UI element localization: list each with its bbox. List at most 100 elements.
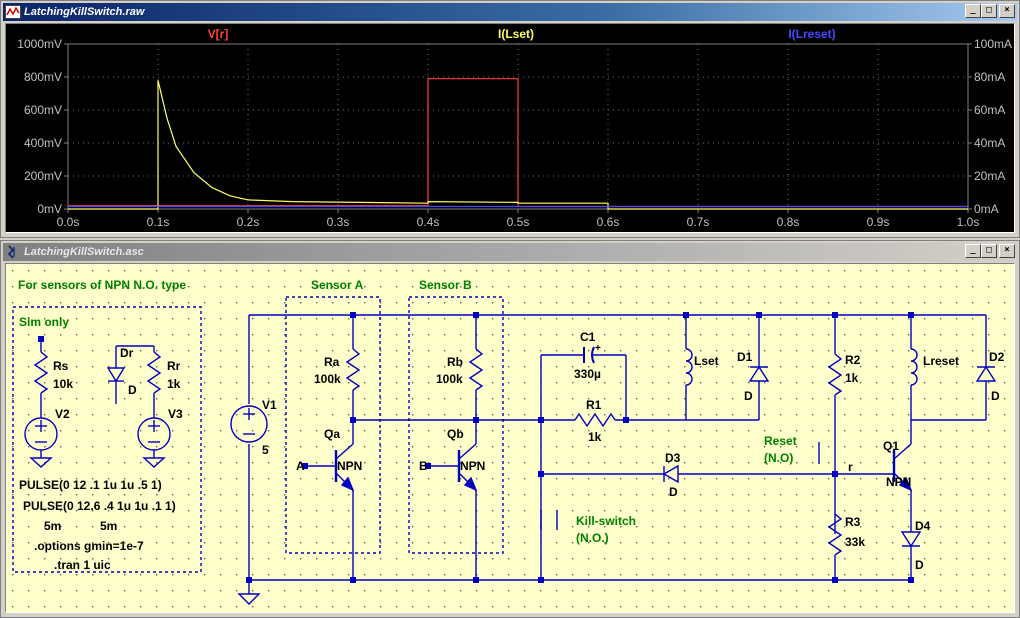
ra-value[interactable]: 100k — [314, 372, 341, 386]
close-button[interactable]: × — [999, 4, 1015, 18]
c1-name[interactable]: C1 — [580, 330, 596, 344]
v1-source[interactable] — [230, 405, 268, 443]
qb-value[interactable]: NPN — [460, 459, 485, 473]
d2-value[interactable]: D — [991, 389, 1000, 403]
sensor-b-box — [408, 296, 504, 554]
left-axis-tick-label: 200mV — [24, 169, 62, 183]
reset-type[interactable]: (N.O) — [764, 451, 793, 465]
left-axis-tick-label: 1000mV — [17, 37, 62, 51]
ground-symbol — [237, 593, 261, 605]
v3-name[interactable]: V3 — [168, 407, 183, 421]
r1-name[interactable]: R1 — [586, 398, 602, 412]
v1-value[interactable]: 5 — [262, 443, 269, 457]
d1-value[interactable]: D — [744, 389, 753, 403]
rr-resistor[interactable] — [146, 351, 162, 394]
rs-name[interactable]: Rs — [53, 359, 69, 373]
r3-value[interactable]: 33k — [845, 535, 865, 549]
x-axis-tick-label: 0.6s — [597, 215, 620, 229]
lreset-name[interactable]: Lreset — [923, 354, 959, 368]
sim-only-comment[interactable]: Sim only — [19, 315, 69, 329]
schematic-drawing[interactable]: For sensors of NPN N.O. type Sim only Se… — [6, 264, 1015, 613]
close-button[interactable]: × — [999, 244, 1015, 258]
d1-name[interactable]: D1 — [737, 350, 753, 364]
trace-label-ilreset[interactable]: I(Lreset) — [788, 27, 835, 41]
qa-name[interactable]: Qa — [324, 427, 340, 441]
schematic-window[interactable]: LatchingKillSwitch.asc _ □ × — [0, 240, 1020, 618]
d4-diode[interactable] — [900, 531, 922, 548]
v2-name[interactable]: V2 — [55, 407, 70, 421]
waveform-titlebar[interactable]: LatchingKillSwitch.raw — [3, 3, 1017, 21]
x-axis-tick-label: 0.4s — [417, 215, 440, 229]
c1-value[interactable]: 330µ — [574, 367, 601, 381]
maximize-button[interactable]: □ — [981, 244, 997, 258]
waveform-window[interactable]: LatchingKillSwitch.raw _ □ × V[r] I(Lset… — [0, 0, 1020, 238]
minimize-button[interactable]: _ — [965, 244, 981, 258]
dr-value[interactable]: D — [128, 383, 137, 397]
sensor-a-label[interactable]: Sensor A — [311, 278, 364, 292]
ra-name[interactable]: Ra — [324, 355, 340, 369]
qb-name[interactable]: Qb — [447, 427, 464, 441]
reset-label[interactable]: Reset — [764, 434, 797, 448]
q1-name[interactable]: Q1 — [883, 439, 899, 453]
x-axis-tick-label: 0.9s — [867, 215, 890, 229]
left-axis-tick-label: 800mV — [24, 70, 62, 84]
rs-resistor[interactable] — [33, 351, 49, 394]
port-b[interactable]: B — [419, 459, 428, 473]
kill-switch-type[interactable]: (N.O.) — [576, 531, 609, 545]
r3-name[interactable]: R3 — [845, 515, 861, 529]
options-directive[interactable]: .options gmin=1e-7 — [34, 539, 144, 553]
v1-name[interactable]: V1 — [262, 398, 277, 412]
dr-name[interactable]: Dr — [120, 346, 134, 360]
dr-diode[interactable] — [106, 367, 126, 383]
x-axis-tick-label: 0.1s — [147, 215, 170, 229]
maximize-button[interactable]: □ — [981, 4, 997, 18]
rr-name[interactable]: Rr — [167, 359, 181, 373]
pulse-directive-1[interactable]: PULSE(0 12 .1 1u 1u .5 1) — [19, 478, 162, 492]
v3-value[interactable]: 5m — [100, 519, 117, 533]
tran-directive[interactable]: .tran 1 uic — [54, 558, 111, 572]
lreset-inductor[interactable] — [910, 348, 918, 386]
r3-resistor[interactable] — [827, 513, 843, 556]
r1-resistor[interactable] — [574, 412, 616, 428]
right-axis-tick-label: 20mA — [974, 169, 1005, 183]
qa-value[interactable]: NPN — [337, 459, 362, 473]
schematic-canvas[interactable]: For sensors of NPN N.O. type Sim only Se… — [5, 263, 1015, 613]
lset-name[interactable]: Lset — [694, 354, 719, 368]
rb-name[interactable]: Rb — [447, 355, 463, 369]
trace-label-vr[interactable]: V[r] — [208, 27, 229, 41]
pulse-directive-2[interactable]: PULSE(0 12.6 .4 1u 1u .1 1) — [23, 499, 176, 513]
minimize-button[interactable]: _ — [965, 4, 981, 18]
x-axis-tick-label: 0.5s — [507, 215, 530, 229]
port-a[interactable]: A — [296, 459, 305, 473]
ra-resistor[interactable] — [345, 348, 361, 391]
d3-name[interactable]: D3 — [665, 451, 681, 465]
rb-resistor[interactable] — [468, 348, 484, 391]
d2-name[interactable]: D2 — [989, 350, 1005, 364]
q1-value[interactable]: NPN — [886, 475, 911, 489]
x-axis-tick-label: 0.2s — [237, 215, 260, 229]
header-comment[interactable]: For sensors of NPN N.O. type — [18, 278, 186, 292]
trace-label-ilset[interactable]: I(Lset) — [498, 27, 534, 41]
r2-name[interactable]: R2 — [845, 353, 861, 367]
net-label-r[interactable]: r — [848, 460, 853, 474]
lset-inductor[interactable] — [685, 348, 693, 386]
r2-resistor[interactable] — [827, 353, 843, 396]
schematic-titlebar[interactable]: LatchingKillSwitch.asc — [3, 243, 1017, 261]
kill-switch-label[interactable]: Kill-switch — [576, 514, 636, 528]
d4-name[interactable]: D4 — [915, 519, 931, 533]
trace-ilset[interactable] — [68, 80, 968, 210]
d3-value[interactable]: D — [669, 485, 678, 499]
sensor-b-label[interactable]: Sensor B — [419, 278, 472, 292]
rr-value[interactable]: 1k — [167, 377, 181, 391]
d4-value[interactable]: D — [915, 558, 924, 572]
r2-value[interactable]: 1k — [845, 371, 859, 385]
r1-value[interactable]: 1k — [588, 430, 602, 444]
x-axis-tick-label: 0.7s — [687, 215, 710, 229]
rb-value[interactable]: 100k — [436, 372, 463, 386]
v2-value[interactable]: 5m — [44, 519, 61, 533]
right-axis-tick-label: 80mA — [974, 70, 1005, 84]
rs-value[interactable]: 10k — [53, 377, 73, 391]
